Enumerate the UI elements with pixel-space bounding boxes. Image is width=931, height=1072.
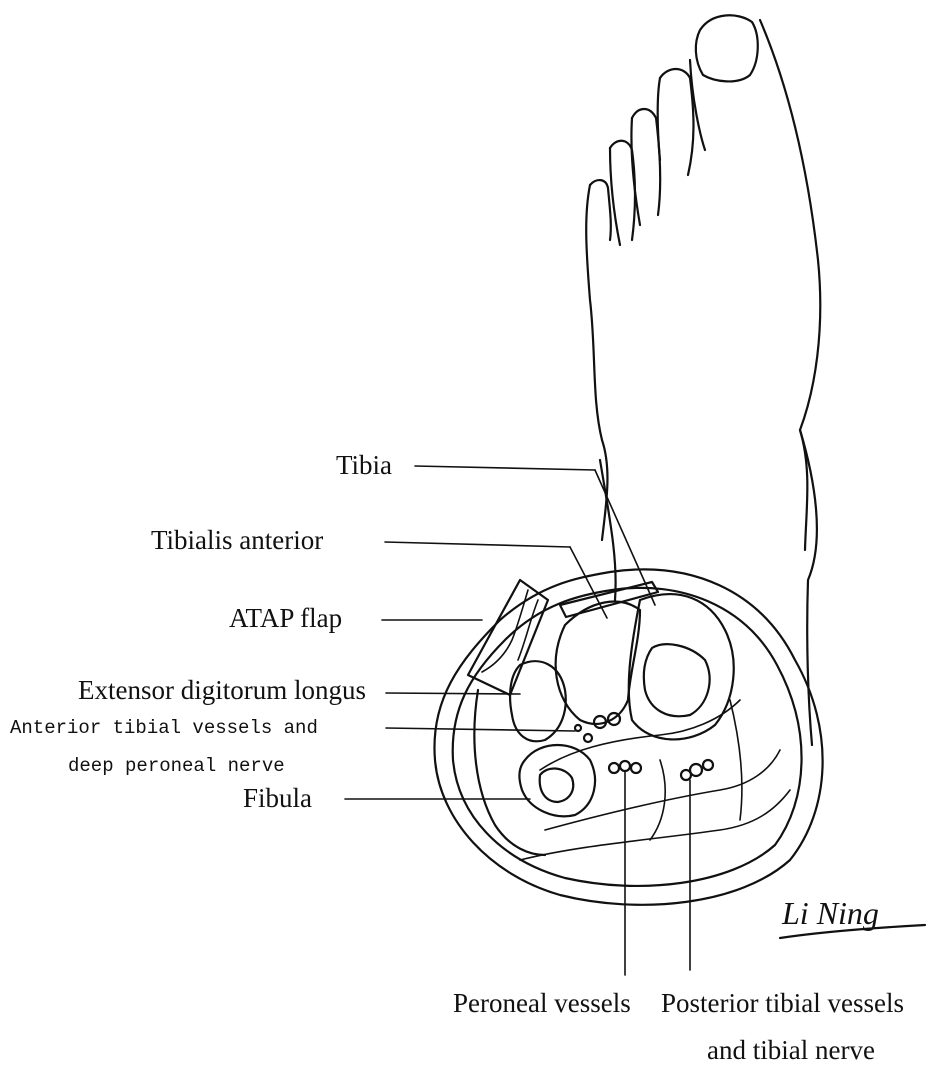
- posterior-tibial-label-line1: Posterior tibial vessels: [661, 988, 904, 1019]
- tibialis-anterior-label: Tibialis anterior: [151, 525, 323, 556]
- fibula-marrow: [540, 769, 574, 802]
- anterior-tibial-leader: [386, 728, 575, 731]
- big-toe: [696, 15, 758, 81]
- vessel-dot: [703, 760, 713, 770]
- tibia-leader-2: [595, 470, 655, 605]
- leader-lines: [345, 466, 690, 975]
- posterior-tibial-label-line2: and tibial nerve: [707, 1035, 875, 1066]
- vessel-dot: [584, 734, 592, 742]
- tibialis-leader: [385, 542, 570, 547]
- anterior-tibial-label-line1: Anterior tibial vessels and: [10, 717, 318, 739]
- tibia-label: Tibia: [336, 450, 392, 481]
- posterior-muscle-line: [545, 750, 780, 830]
- peroneal-vessels-label: Peroneal vessels: [453, 988, 631, 1019]
- vessel-dot: [631, 763, 641, 773]
- posterior-muscle-line-3: [650, 760, 665, 840]
- posterior-tibial-vessels: [681, 760, 713, 780]
- extensor-leader: [386, 693, 520, 694]
- signature: Li Ning: [782, 895, 879, 932]
- vessel-dot: [690, 764, 702, 776]
- cross-section: [434, 569, 822, 904]
- foot-outline: [586, 15, 820, 745]
- malleolus-bulge: [800, 430, 807, 550]
- tibia-marrow: [644, 644, 710, 716]
- vessel-dot: [609, 763, 619, 773]
- anterior-tibial-vessels: [575, 713, 620, 742]
- tibia-leader: [415, 466, 595, 470]
- foot-medial-edge: [760, 20, 820, 745]
- toe-2: [660, 69, 694, 175]
- posterior-muscle-line-4: [730, 700, 742, 820]
- vessel-dot: [620, 761, 630, 771]
- toe-5: [590, 180, 611, 240]
- tibialis-anterior-muscle: [556, 602, 640, 724]
- vessel-dot: [575, 725, 581, 731]
- atap-flap-label: ATAP flap: [229, 603, 342, 634]
- fibula-label: Fibula: [243, 783, 312, 814]
- fibula-bone: [519, 745, 595, 816]
- extensor-digitorum-label: Extensor digitorum longus: [78, 675, 366, 706]
- anterior-tibial-label-line2: deep peroneal nerve: [68, 755, 285, 777]
